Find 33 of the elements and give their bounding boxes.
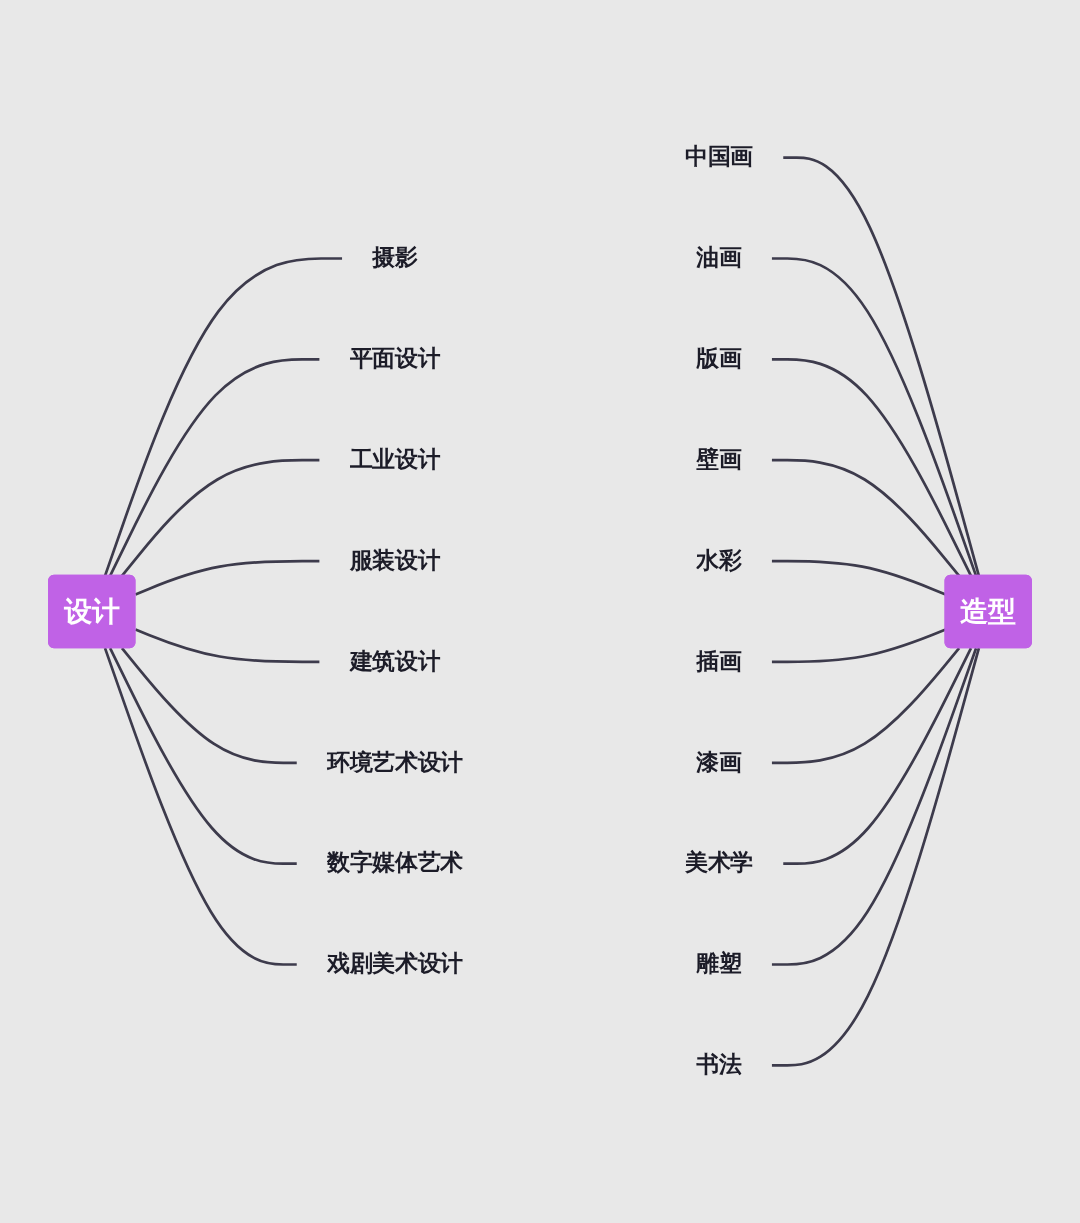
node-text: 水彩 — [696, 547, 742, 574]
connector — [783, 156, 981, 577]
connector — [108, 358, 320, 577]
node-text: 平面设计 — [349, 345, 441, 372]
node-text: 工业设计 — [349, 446, 441, 473]
connector — [771, 458, 961, 577]
node-text: 数字媒体艺术 — [326, 849, 463, 876]
connector — [771, 647, 981, 1067]
node-text: 环境艺术设计 — [326, 749, 463, 775]
connector — [120, 647, 297, 765]
node-text: 书法 — [696, 1051, 742, 1078]
node-text: 插画 — [696, 648, 742, 675]
connector — [120, 458, 320, 577]
node-text: 壁画 — [696, 446, 742, 473]
connector — [771, 257, 978, 577]
connector — [108, 647, 297, 865]
connector — [103, 647, 297, 966]
connector — [771, 647, 978, 966]
connector — [134, 559, 320, 596]
node-text: 美术学 — [685, 849, 754, 876]
connector — [783, 647, 973, 865]
node-text: 漆画 — [696, 749, 742, 775]
connector — [771, 358, 973, 577]
node-text: 雕塑 — [696, 950, 742, 977]
node-text: 戏剧美术设计 — [326, 950, 463, 977]
connector — [771, 647, 961, 765]
node-text: 摄影 — [372, 244, 418, 271]
node-text: 中国画 — [685, 143, 754, 170]
node-text: 服装设计 — [349, 547, 441, 574]
node-text: 油画 — [696, 244, 742, 271]
connector — [103, 257, 343, 577]
connector — [134, 628, 320, 664]
node-text: 版画 — [696, 345, 742, 372]
